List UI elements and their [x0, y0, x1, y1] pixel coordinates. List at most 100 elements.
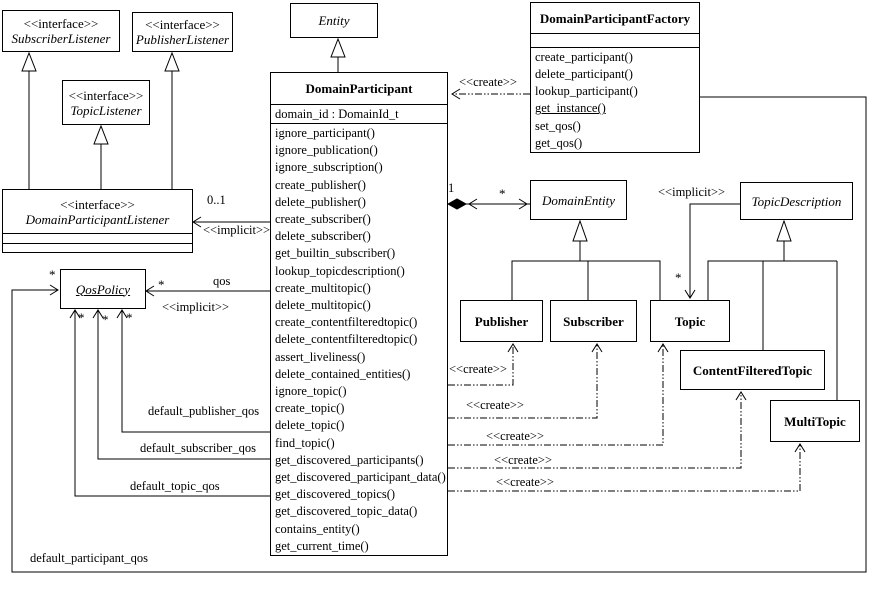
label-implicit-listener: <<implicit>> [203, 223, 271, 237]
class-title-compartment: DomainParticipant [271, 73, 447, 104]
dependency-create-domainparticipant [451, 88, 530, 100]
stereotype-label: <<interface>> [145, 17, 220, 32]
class-name: MultiTopic [784, 413, 846, 429]
label-default-participant-qos: default_participant_qos [30, 551, 149, 565]
operation-item: get_discovered_participants() [275, 452, 424, 467]
class-name: ContentFilteredTopic [692, 362, 813, 378]
generalization-tree-topicdescription [707, 219, 838, 400]
label-create-subscriber: <<create>> [466, 398, 525, 412]
label-implicit-topicdescription: <<implicit>> [658, 185, 726, 199]
dependency-create-contentfilteredtopic [448, 391, 747, 469]
label-default-subscriber-qos: default_subscriber_qos [140, 441, 256, 455]
class-contentfilteredtopic: ContentFilteredTopic [680, 350, 825, 390]
label-multiplicity-0-1: 0..1 [207, 193, 226, 207]
label-qos: qos [213, 274, 231, 288]
label-multiplicity-star-participant-qos: * [49, 267, 56, 282]
class-topicdescription: TopicDescription [740, 182, 853, 220]
label-multiplicity-star-topic: * [675, 270, 682, 285]
association-topicdescription-topic [684, 203, 740, 299]
class-domainparticipantfactory: DomainParticipantFactory create_particip… [530, 2, 700, 153]
operation-item: get_discovered_participant_data() [275, 469, 446, 484]
operation-item: ignore_participant() [275, 125, 375, 140]
operation-item: set_qos() [535, 118, 581, 133]
attributes-compartment [531, 33, 699, 47]
operations-compartment: create_participant()delete_participant()… [531, 46, 699, 152]
attributes-compartment: domain_id : DomainId_t [271, 103, 447, 123]
class-domainentity: DomainEntity [530, 180, 627, 220]
operation-item: get_current_time() [275, 538, 369, 553]
label-multiplicity-star-publisher-qos: * [126, 310, 133, 325]
label-multiplicity-1: 1 [448, 181, 455, 195]
class-name: Publisher [474, 313, 529, 329]
association-default-participant-qos [11, 96, 867, 573]
stereotype-label: <<interface>> [60, 196, 135, 212]
dependency-create-multitopic [448, 443, 806, 492]
class-domainparticipantlistener: <<interface>> DomainParticipantListener [2, 189, 193, 253]
class-topic: Topic [650, 300, 730, 342]
label-create-publisher: <<create>> [449, 362, 508, 376]
operation-item: delete_subscriber() [275, 229, 371, 244]
dependency-create-subscriber [448, 343, 603, 419]
class-subscriberlistener: <<interface>> SubscriberListener [2, 10, 120, 52]
class-topiclistener: <<interface>> TopicListener [62, 80, 150, 125]
label-implicit-qos: <<implicit>> [162, 300, 230, 314]
label-create-domainparticipant: <<create>> [459, 75, 518, 89]
generalization-listener-publisherlistener [164, 51, 180, 189]
class-subscriber: Subscriber [550, 300, 637, 342]
operation-item: ignore_subscription() [275, 160, 383, 175]
generalization-tree-domainentity [511, 219, 661, 300]
operations-compartment [3, 243, 192, 252]
class-qospolicy: QosPolicy [60, 269, 146, 309]
operation-item: get_instance() [535, 101, 606, 116]
class-name: DomainParticipantListener [25, 211, 170, 227]
attribute-item: domain_id : DomainId_t [275, 106, 399, 121]
class-name: SubscriberListener [11, 31, 111, 46]
class-name: DomainParticipantFactory [539, 10, 691, 26]
label-multiplicity-star-topic-qos: * [78, 310, 85, 325]
operation-item: create_subscriber() [275, 211, 371, 226]
operation-item: create_participant() [535, 49, 633, 64]
class-name: DomainEntity [542, 192, 615, 208]
operation-item: lookup_participant() [535, 84, 638, 99]
operation-item: get_discovered_topic_data() [275, 504, 418, 519]
association-default-subscriber-qos [92, 309, 270, 460]
class-name: Subscriber [563, 313, 624, 329]
generalization-listener-topiclistener [93, 124, 109, 189]
class-title-compartment: <<interface>> DomainParticipantListener [3, 190, 192, 233]
operations-compartment: ignore_participant() ignore_publication()… [271, 122, 447, 555]
label-multiplicity-star-domainentity: * [499, 186, 506, 201]
label-create-topic: <<create>> [486, 429, 545, 443]
stereotype-label: <<interface>> [23, 16, 99, 31]
label-create-contentfilteredtopic: <<create>> [494, 453, 553, 467]
operation-item: delete_contentfilteredtopic() [275, 332, 418, 347]
operation-item: delete_publisher() [275, 194, 366, 209]
class-name: PublisherListener [135, 32, 230, 47]
generalization-domainparticipant-entity [330, 37, 346, 72]
operation-item: ignore_publication() [275, 143, 378, 158]
composition-domainentity [446, 198, 530, 210]
class-title-compartment: DomainParticipantFactory [531, 3, 699, 33]
class-name: Topic [674, 313, 706, 329]
operation-item: ignore_topic() [275, 383, 347, 398]
class-name: TopicDescription [751, 193, 842, 209]
operation-item: lookup_topicdescription() [275, 263, 405, 278]
label-create-multitopic: <<create>> [496, 475, 555, 489]
class-domainparticipant: DomainParticipant domain_id : DomainId_t… [270, 72, 448, 556]
association-default-topic-qos [69, 309, 270, 497]
operation-item: get_builtin_subscriber() [275, 246, 396, 261]
class-publisherlistener: <<interface>> PublisherListener [132, 12, 233, 52]
class-entity: Entity [290, 3, 378, 38]
stereotype-label: <<interface>> [68, 87, 144, 103]
association-qos [145, 285, 270, 297]
operation-item: create_contentfilteredtopic() [275, 315, 418, 330]
class-publisher: Publisher [460, 300, 543, 342]
class-name: TopicListener [70, 102, 142, 118]
label-default-topic-qos: default_topic_qos [130, 479, 220, 493]
attributes-compartment [3, 233, 192, 243]
operation-item: delete_topic() [275, 418, 345, 433]
operation-item: get_qos() [535, 135, 583, 150]
class-name: DomainParticipant [305, 80, 413, 96]
operation-item: create_publisher() [275, 177, 366, 192]
